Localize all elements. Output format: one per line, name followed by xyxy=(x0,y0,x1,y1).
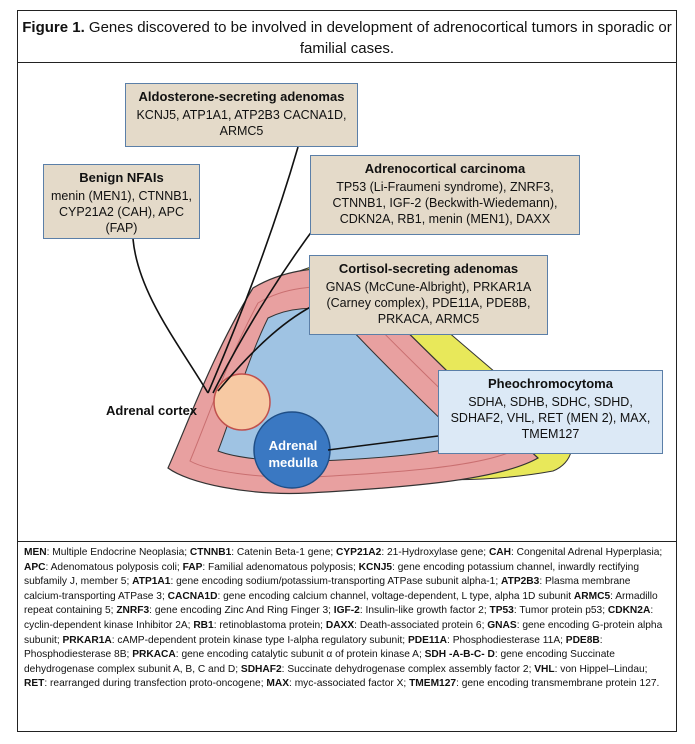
legend-abbr: PRKACA xyxy=(132,649,176,661)
box-carcinoma-genes: TP53 (Li-Fraumeni syndrome), ZNRF3, CTNN… xyxy=(332,180,558,226)
box-carcinoma-heading: Adrenocortical carcinoma xyxy=(364,161,526,176)
legend-definition: : gene encoding potassium channel, inwar… xyxy=(24,561,639,588)
legend-definition: : Armadillo repeat containing 5; xyxy=(24,590,658,617)
legend-abbr: RB1 xyxy=(193,619,214,631)
figure-label: Figure 1. xyxy=(22,19,85,36)
line-cortisol xyxy=(217,302,319,392)
box-benign-nfai: Benign NFAIs menin (MEN1), CTNNB1, CYP21… xyxy=(43,164,200,239)
legend-abbr: SDHAF2 xyxy=(240,663,282,675)
legend-definition: : Succinate dehydrogenase complex assemb… xyxy=(281,663,535,675)
figure-caption: Figure 1. Genes discovered to be involve… xyxy=(18,11,676,63)
line-aldosterone xyxy=(207,146,299,394)
line-nfai xyxy=(132,238,209,394)
tumor-circle xyxy=(213,373,271,431)
line-carcinoma xyxy=(212,222,319,394)
legend-abbr: ZNRF3 xyxy=(116,605,150,617)
box-cortisol-heading: Cortisol-secreting adenomas xyxy=(338,261,519,276)
legend-abbr: CTNNB1 xyxy=(189,547,232,558)
box-carcinoma: Adrenocortical carcinoma TP53 (Li-Fraume… xyxy=(310,155,580,235)
label-adrenal-medulla: Adrenal medulla xyxy=(268,438,318,470)
legend-abbr: PRKAR1A xyxy=(62,634,112,646)
box-aldosterone-genes: KCNJ5, ATP1A1, ATP2B3 CACNA1D, ARMC5 xyxy=(136,108,347,138)
legend-definition: : gene encoding sodium/potassium-transpo… xyxy=(170,576,501,588)
legend-abbr: DAXX xyxy=(325,619,355,631)
legend-definition: : gene encoding calcium channel, voltage… xyxy=(217,590,574,602)
box-pheochromocytoma: Pheochromocytoma SDHA, SDHB, SDHC, SDHD,… xyxy=(438,370,663,454)
box-aldosterone-heading: Aldosterone-secreting adenomas xyxy=(138,89,345,104)
figure-caption-text: Genes discovered to be involved in devel… xyxy=(88,19,672,57)
box-pheo-heading: Pheochromocytoma xyxy=(488,376,613,391)
box-benign-nfai-genes: menin (MEN1), CTNNB1, CYP21A2 (CAH), APC… xyxy=(51,189,192,235)
legend-abbr: ARMC5 xyxy=(573,590,611,602)
legend-abbr: ATP1A1 xyxy=(132,576,171,588)
legend-definition: : Death-associated protein 6; xyxy=(354,619,488,631)
legend-abbr: KCNJ5 xyxy=(358,561,393,573)
legend-abbr: CAH xyxy=(488,547,512,558)
legend-definition: : Congenital Adrenal Hyperplasia; xyxy=(511,547,663,558)
legend-abbr: MAX xyxy=(266,678,290,690)
legend-definition: : myc-associated factor X; xyxy=(289,678,410,690)
legend-abbr: CDKN2A xyxy=(607,605,651,617)
legend-abbr: MEN xyxy=(24,547,47,558)
box-aldosterone: Aldosterone-secreting adenomas KCNJ5, AT… xyxy=(125,83,358,147)
legend-abbr: TMEM127 xyxy=(409,678,457,690)
legend-definition: : Catenin Beta-1 gene; xyxy=(231,547,337,558)
legend-definition: : Insulin-like growth factor 2; xyxy=(359,605,490,617)
legend-abbr: ATP2B3 xyxy=(501,576,540,588)
legend-abbr: CYP21A2 xyxy=(336,547,382,558)
legend-definition: : gene encoding catalytic subunit α of p… xyxy=(175,649,425,661)
legend-abbr: PDE8B xyxy=(565,634,600,646)
legend-definition: : rearranged during transfection proto-o… xyxy=(44,678,267,690)
box-cortisol: Cortisol-secreting adenomas GNAS (McCune… xyxy=(309,255,548,335)
box-benign-nfai-heading: Benign NFAIs xyxy=(79,170,164,185)
box-cortisol-genes: GNAS (McCune-Albright), PRKAR1A (Carney … xyxy=(325,280,532,326)
label-adrenal-cortex: Adrenal cortex xyxy=(106,403,198,418)
diagram-area: Aldosterone-secreting adenomas KCNJ5, AT… xyxy=(18,63,676,529)
legend-definition: : Familial adenomatous polyposis; xyxy=(202,561,359,573)
legend-abbr: SDH -A-B-C- D xyxy=(424,649,495,661)
legend-definition: : gene encoding transmembrane protein 12… xyxy=(456,678,660,690)
legend-definition: : gene encoding Zinc And Ring Finger 3; xyxy=(149,605,334,617)
legend-abbr: TP53 xyxy=(489,605,514,617)
legend-abbr: VHL xyxy=(534,663,555,675)
legend-definition: : Tumor protein p53; xyxy=(513,605,608,617)
line-pheo xyxy=(327,435,439,451)
legend-abbr: RET xyxy=(24,678,45,690)
legend-abbr: PDE11A xyxy=(407,634,448,646)
legend-abbr: CACNA1D xyxy=(167,590,218,602)
legend-definition: : Multiple Endocrine Neoplasia; xyxy=(46,547,190,558)
legend-definition: : Phosphodiesterase 11A; xyxy=(447,634,566,646)
box-pheo-genes: SDHA, SDHB, SDHC, SDHD, SDHAF2, VHL, RET… xyxy=(450,395,651,441)
figure-frame: Figure 1. Genes discovered to be involve… xyxy=(17,10,677,732)
legend-definition: : Plasma membrane calcium-transporting A… xyxy=(24,576,631,602)
legend-definition: : gene encoding G-protein alpha subunit; xyxy=(24,619,663,646)
legend-abbr: FAP xyxy=(182,561,203,573)
legend-abbr: IGF-2 xyxy=(333,605,360,617)
legend-definition: : gene encoding Succinate dehydrogenase … xyxy=(24,649,615,675)
legend-definition: : Phosphodiesterase 8B; xyxy=(24,634,603,661)
legend-definition: : cAMP-dependent protein kinase type I-a… xyxy=(111,634,408,646)
legend-abbr: APC xyxy=(24,561,46,573)
legend-definition: : retinoblastoma protein; xyxy=(213,619,326,631)
legend-definition: : von Hippel–Lindau; xyxy=(554,663,648,675)
abbreviation-legend: MEN: Multiple Endocrine Neoplasia; CTNNB… xyxy=(18,541,676,727)
legend-definition: : 21-Hydroxylase gene; xyxy=(381,547,489,558)
legend-definition: : cyclin-dependent kinase Inhibitor 2A; xyxy=(24,605,654,631)
legend-abbr: GNAS xyxy=(487,619,517,631)
legend-definition: : Adenomatous polyposis coli; xyxy=(45,561,183,573)
